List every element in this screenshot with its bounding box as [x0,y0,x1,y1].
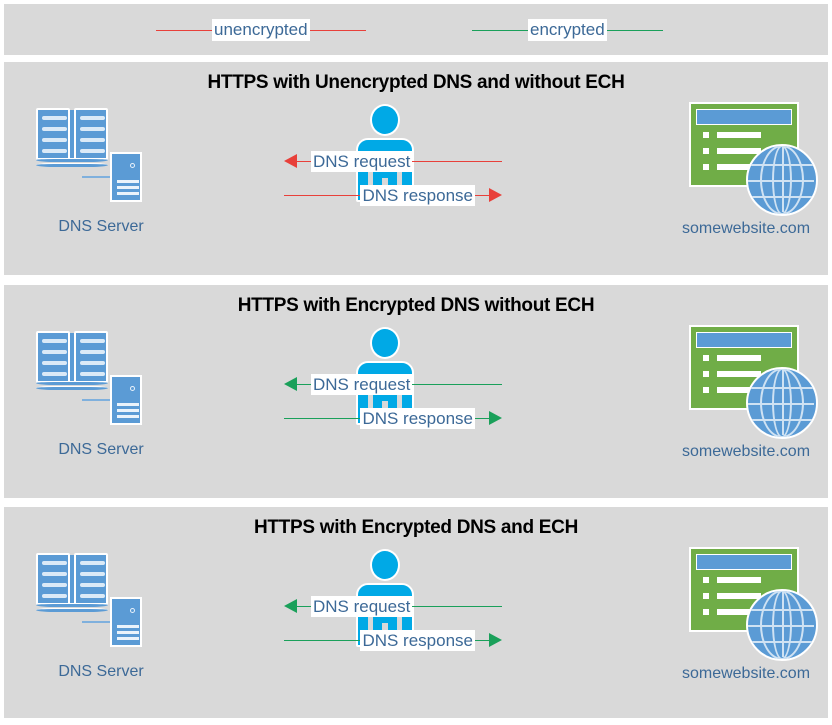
book-spine [70,110,75,160]
line-swatch-icon [309,29,366,31]
website-label: somewebsite.com [681,443,811,460]
person-head-icon [370,104,400,136]
book-spine [70,333,75,383]
connector-line [82,176,112,178]
dns-server-label: DNS Server [58,218,144,235]
arrowhead-right-icon [489,411,502,425]
book-page-right [74,108,108,160]
arrowhead-left-icon [284,377,297,391]
scenario-panel-2: HTTPS with Encrypted DNS and ECH DNS Serv… [4,507,828,718]
website-label: somewebsite.com [681,665,811,682]
line-swatch-icon [156,29,212,31]
flow-arrow-l-1: DNS response [284,184,502,206]
dns-server-node: DNS Server [26,106,176,236]
flow-label: DNS request [311,150,413,172]
flow-label: DNS response [360,629,475,651]
website-label: somewebsite.com [681,220,811,237]
flow-label: DNS response [360,407,475,429]
book-page-left [36,331,70,383]
arrowhead-right-icon [489,633,502,647]
connector-line [82,621,112,623]
scenario-panel-1: HTTPS with Encrypted DNS without ECH DNS … [4,285,828,498]
book-page-right [74,553,108,605]
server-box-icon [110,375,142,425]
book-page-right [74,331,108,383]
server-box-icon [110,597,142,647]
server-box-icon [110,152,142,202]
book-icon [36,331,111,393]
flow-label: DNS response [360,184,475,206]
line-swatch-icon [472,29,528,31]
flow-arrow-l-0: DNS request [284,595,502,617]
dns-server-label: DNS Server [58,663,144,680]
arrowhead-left-icon [284,599,297,613]
browser-titlebar [696,109,792,125]
globe-icon [746,144,818,216]
line-swatch-icon [606,29,663,31]
book-page-left [36,553,70,605]
book-pages-edge [36,158,108,169]
website-node: somewebsite.com [664,325,829,460]
arrowhead-left-icon [284,154,297,168]
dns-server-label: DNS Server [58,441,144,458]
website-node: somewebsite.com [664,102,829,237]
flow-arrow-l-1: DNS response [284,407,502,429]
book-pages-edge [36,381,108,392]
connector-line [82,399,112,401]
website-node: somewebsite.com [664,547,829,682]
person-head-icon [370,549,400,581]
book-icon [36,108,111,170]
flow-label: DNS request [311,595,413,617]
flow-label: DNS request [311,373,413,395]
globe-icon [746,589,818,661]
arrowhead-right-icon [489,188,502,202]
panel-title: HTTPS with Unencrypted DNS and without E… [207,72,625,93]
book-page-left [36,108,70,160]
person-head-icon [370,327,400,359]
book-icon [36,553,111,615]
browser-titlebar [696,554,792,570]
flow-arrow-l-0: DNS request [284,373,502,395]
legend-label: unencrypted [212,19,310,41]
flow-arrow-l-1: DNS response [284,629,502,651]
legend-item-unencrypted: unencrypted [156,18,366,42]
scenario-panel-0: HTTPS with Unencrypted DNS and without E… [4,62,828,275]
panel-title: HTTPS with Encrypted DNS and ECH [254,517,578,538]
legend-label: encrypted [528,19,607,41]
book-spine [70,555,75,605]
book-pages-edge [36,603,108,614]
browser-titlebar [696,332,792,348]
dns-server-node: DNS Server [26,551,176,681]
legend-panel: unencrypted encrypted [4,4,828,55]
legend-item-encrypted: encrypted [472,18,663,42]
flow-arrow-l-0: DNS request [284,150,502,172]
dns-server-node: DNS Server [26,329,176,459]
globe-icon [746,367,818,439]
panel-title: HTTPS with Encrypted DNS without ECH [237,295,595,316]
